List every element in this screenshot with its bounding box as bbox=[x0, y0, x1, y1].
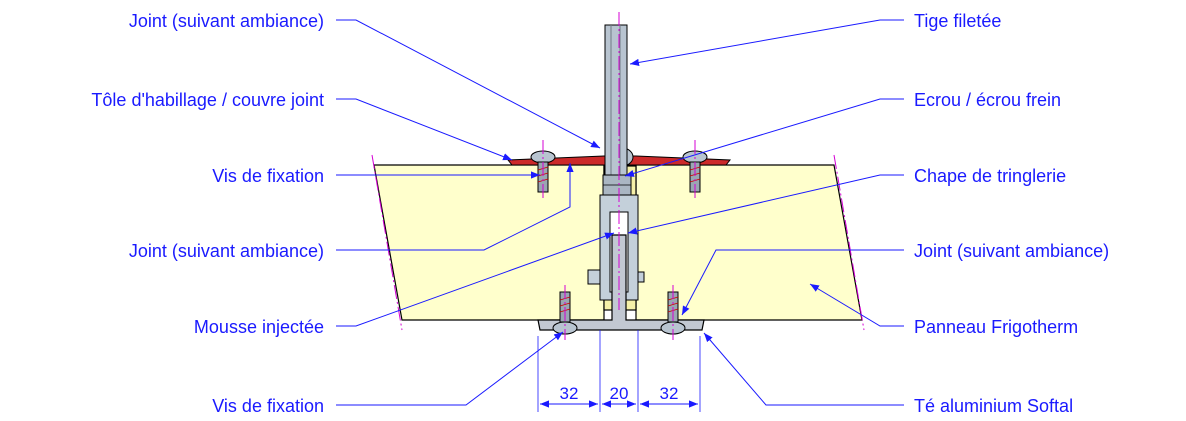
dimension-left: 32 bbox=[560, 384, 579, 403]
label-panel-frigotherm: Panneau Frigotherm bbox=[914, 317, 1078, 337]
aluminium-tee bbox=[537, 234, 705, 331]
label-joint-top-left: Joint (suivant ambiance) bbox=[129, 11, 324, 31]
label-injected-foam: Mousse injectée bbox=[194, 317, 324, 337]
label-cover-sheet: Tôle d'habillage / couvre joint bbox=[91, 90, 324, 110]
leaders-right bbox=[624, 19, 904, 406]
label-clevis: Chape de tringlerie bbox=[914, 166, 1066, 186]
label-fixing-screw-bottom: Vis de fixation bbox=[212, 396, 324, 416]
dimension-center: 20 bbox=[610, 384, 629, 403]
label-threaded-rod: Tige filetée bbox=[914, 11, 1001, 31]
label-fixing-screw-top: Vis de fixation bbox=[212, 166, 324, 186]
label-joint-right: Joint (suivant ambiance) bbox=[914, 241, 1109, 261]
label-joint-mid-left: Joint (suivant ambiance) bbox=[129, 241, 324, 261]
label-lock-nut: Ecrou / écrou frein bbox=[914, 90, 1061, 110]
dimension-lines bbox=[537, 330, 701, 412]
threaded-rod bbox=[604, 24, 628, 176]
dimension-right: 32 bbox=[660, 384, 679, 403]
leaders-left bbox=[336, 19, 615, 406]
lock-nut bbox=[602, 174, 632, 196]
label-aluminium-tee: Té aluminium Softal bbox=[914, 396, 1073, 416]
